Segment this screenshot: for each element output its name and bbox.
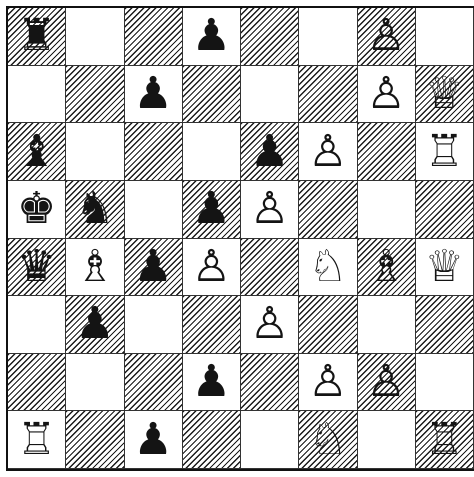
board-square[interactable]: ♖ — [8, 411, 66, 469]
board-square[interactable] — [416, 354, 474, 412]
board-square[interactable] — [299, 8, 357, 66]
board-square[interactable]: ♙ — [241, 181, 299, 239]
board-square[interactable] — [241, 66, 299, 124]
white-pawn-icon[interactable]: ♙ — [190, 245, 233, 289]
white-pawn-icon[interactable]: ♙ — [248, 302, 291, 346]
board-square[interactable]: ♘ — [299, 411, 357, 469]
board-square[interactable] — [8, 354, 66, 412]
board-square[interactable] — [8, 66, 66, 124]
board-square[interactable]: ♟ — [183, 8, 241, 66]
board-square[interactable]: ♙ — [358, 354, 416, 412]
board-square[interactable] — [358, 123, 416, 181]
board-square[interactable]: ♟ — [125, 66, 183, 124]
board-square[interactable]: ♙ — [358, 8, 416, 66]
white-pawn-icon[interactable]: ♙ — [364, 360, 407, 404]
board-square[interactable] — [299, 66, 357, 124]
board-square[interactable]: ♗ — [66, 239, 124, 297]
board-square[interactable]: ♗ — [358, 239, 416, 297]
board-square[interactable] — [358, 296, 416, 354]
white-pawn-icon[interactable]: ♙ — [364, 14, 407, 58]
board-square[interactable] — [66, 8, 124, 66]
board-square[interactable] — [299, 296, 357, 354]
board-square[interactable]: ♟ — [66, 296, 124, 354]
board-square[interactable]: ♛ — [8, 239, 66, 297]
board-square[interactable] — [183, 123, 241, 181]
board-square[interactable]: ♖ — [416, 123, 474, 181]
board-square[interactable] — [241, 411, 299, 469]
board-square[interactable] — [66, 123, 124, 181]
board-square[interactable] — [416, 296, 474, 354]
black-bishop-icon[interactable]: ♝ — [15, 130, 58, 174]
board-square[interactable]: ♟ — [241, 123, 299, 181]
black-king-icon[interactable]: ♚ — [15, 187, 58, 231]
board-square[interactable]: ♟ — [125, 411, 183, 469]
board-square[interactable] — [416, 8, 474, 66]
board-square[interactable]: ♙ — [299, 123, 357, 181]
board-square[interactable] — [358, 411, 416, 469]
white-bishop-icon[interactable]: ♗ — [73, 245, 116, 289]
white-bishop-icon[interactable]: ♗ — [364, 245, 407, 289]
board-square[interactable] — [183, 66, 241, 124]
board-square[interactable] — [241, 354, 299, 412]
black-pawn-icon[interactable]: ♟ — [190, 187, 233, 231]
board-square[interactable] — [66, 411, 124, 469]
board-square[interactable] — [183, 411, 241, 469]
white-rook-icon[interactable]: ♖ — [15, 418, 58, 462]
board-square[interactable] — [125, 181, 183, 239]
board-square[interactable]: ♕ — [416, 239, 474, 297]
board-square[interactable]: ♚ — [8, 181, 66, 239]
black-queen-icon[interactable]: ♛ — [15, 245, 58, 289]
board-square[interactable] — [125, 354, 183, 412]
board-square[interactable]: ♟ — [125, 239, 183, 297]
white-rook-icon[interactable]: ♖ — [423, 418, 466, 462]
board-square[interactable]: ♟ — [183, 354, 241, 412]
board-square[interactable]: ♙ — [241, 296, 299, 354]
board-square[interactable]: ♝ — [8, 123, 66, 181]
black-pawn-icon[interactable]: ♟ — [131, 418, 174, 462]
white-queen-icon[interactable]: ♕ — [423, 245, 466, 289]
board-square[interactable] — [125, 296, 183, 354]
board-square[interactable] — [241, 239, 299, 297]
board-square[interactable]: ♙ — [358, 66, 416, 124]
board-square[interactable] — [358, 181, 416, 239]
board-square[interactable]: ♜ — [8, 8, 66, 66]
black-pawn-icon[interactable]: ♟ — [248, 130, 291, 174]
board-square[interactable] — [125, 8, 183, 66]
chess-board: ♜ ♟ ♙ ♟ ♙ ♕ ♝ ♟ ♙ ♖ ♚ ♞ ♟ ♙ ♛ ♗ ♟ ♙ ♘ ♗ ♕ ♟ ♙ ♟ ♙ ♙ ♖ ♟ ♘ ♖ — [6, 6, 474, 471]
black-pawn-icon[interactable]: ♟ — [190, 14, 233, 58]
board-square[interactable]: ♙ — [299, 354, 357, 412]
board-square[interactable]: ♖ — [416, 411, 474, 469]
black-pawn-icon[interactable]: ♟ — [190, 360, 233, 404]
black-pawn-icon[interactable]: ♟ — [131, 245, 174, 289]
board-square[interactable] — [66, 66, 124, 124]
white-rook-icon[interactable]: ♖ — [423, 130, 466, 174]
white-pawn-icon[interactable]: ♙ — [306, 130, 349, 174]
board-square[interactable]: ♕ — [416, 66, 474, 124]
white-knight-icon[interactable]: ♘ — [306, 418, 349, 462]
board-square[interactable]: ♙ — [183, 239, 241, 297]
board-square[interactable] — [8, 296, 66, 354]
white-pawn-icon[interactable]: ♙ — [248, 187, 291, 231]
white-pawn-icon[interactable]: ♙ — [306, 360, 349, 404]
white-queen-icon[interactable]: ♕ — [423, 72, 466, 116]
board-square[interactable]: ♘ — [299, 239, 357, 297]
board-square[interactable] — [66, 354, 124, 412]
white-pawn-icon[interactable]: ♙ — [364, 72, 407, 116]
black-pawn-icon[interactable]: ♟ — [73, 302, 116, 346]
white-knight-icon[interactable]: ♘ — [306, 245, 349, 289]
black-rook-icon[interactable]: ♜ — [15, 14, 58, 58]
board-square[interactable]: ♞ — [66, 181, 124, 239]
board-square[interactable] — [241, 8, 299, 66]
board-square[interactable] — [416, 181, 474, 239]
black-pawn-icon[interactable]: ♟ — [131, 72, 174, 116]
board-square[interactable] — [183, 296, 241, 354]
black-knight-icon[interactable]: ♞ — [73, 187, 116, 231]
board-square[interactable]: ♟ — [183, 181, 241, 239]
board-square[interactable] — [299, 181, 357, 239]
board-square[interactable] — [125, 123, 183, 181]
